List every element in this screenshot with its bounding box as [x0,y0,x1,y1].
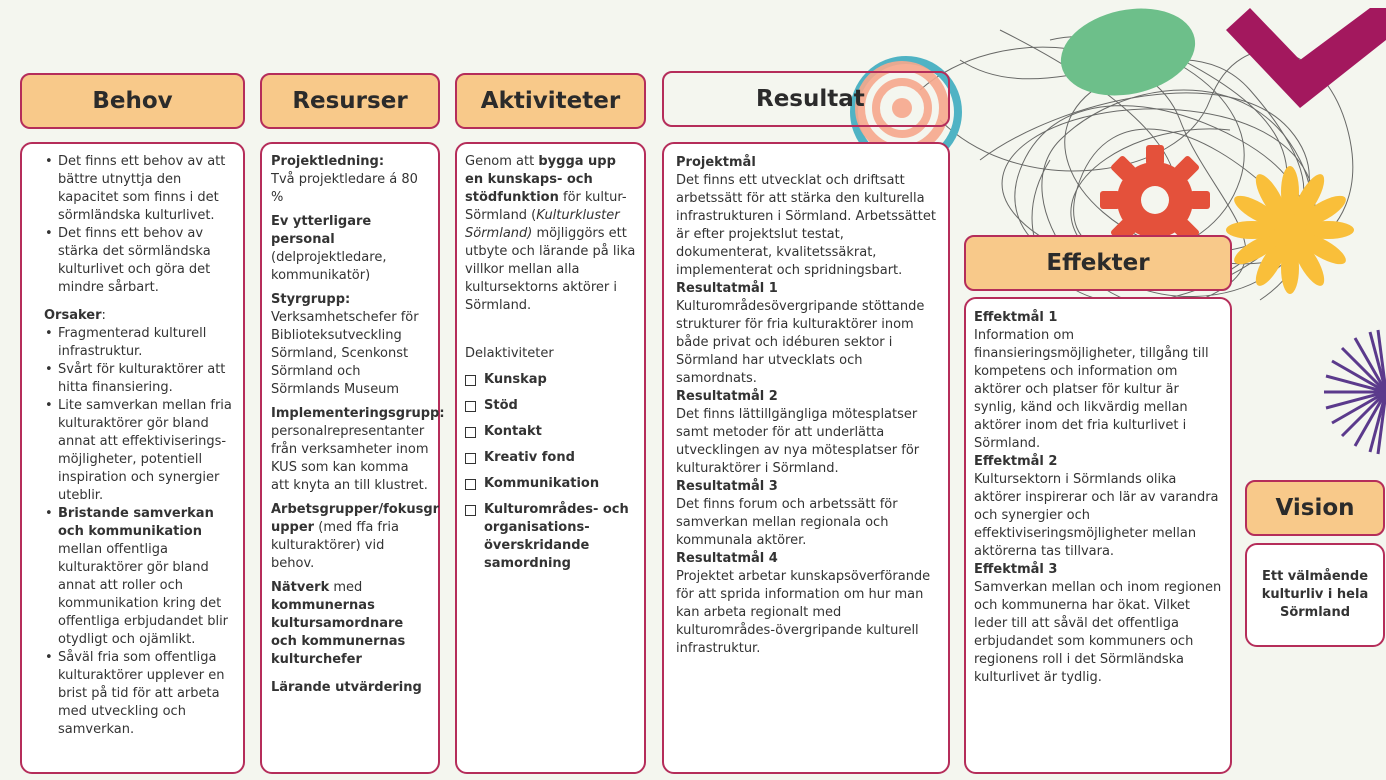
effect-title: Effektmål 3 [974,562,1058,577]
arbets-text: (med ffa fria kulturaktörer) vid behov. [271,520,399,571]
effect-text: Kultursektorn i Sörmlands olika aktörer … [974,472,1219,559]
personal-label: Ev ytterligare personal [271,214,372,247]
goal-block: Resultatmål 3 Det finns forum och arbetss… [676,478,938,550]
effect-text: Information om finansieringsmöjligheter,… [974,328,1209,451]
larande-utvardering: Lärande utvärdering [271,680,422,695]
checkbox-icon [465,453,476,464]
cause-rest: mellan offentliga kulturaktörer gör blan… [58,542,229,647]
impl-text: personalrepresentanter från verksamheter… [271,424,429,493]
resurser-box: Projektledning: Två projektledare á 80 %… [260,142,445,774]
checkbox-icon [465,479,476,490]
aktiviteter-box: Genom att bygga upp en kunskaps- och stö… [455,142,646,774]
cause-item: Lite samverkan mellan fria kulturaktörer… [45,397,233,505]
behov-box: Det finns ett behov av att bättre utnytt… [20,142,245,774]
goal-text: Kulturområdesövergripande stöttande stru… [676,299,925,386]
subactivity-item: Kommunikation [465,475,636,493]
natverk-text: med [329,580,363,595]
need-item: Det finns ett behov av att bättre utnytt… [45,153,233,225]
goal-text: Det finns ett utvecklat och driftsatt ar… [676,173,936,278]
intro-part: för kultur-Sörmland ( [465,190,627,223]
vision-text: Ett välmående kulturliv i hela Sörmland [1261,569,1369,620]
cause-bold-lead: Bristande samverkan och kommunikation [58,506,214,539]
needs-list: Det finns ett behov av att bättre utnytt… [44,153,233,297]
need-item: Det finns ett behov av stärka det sörmlä… [45,225,233,297]
natverk: Nätverk med kommunernas kultursamordnare… [271,579,430,669]
effect-block: Effektmål 1 Information om finansieringsm… [974,309,1222,453]
goal-title: Resultatmål 2 [676,389,778,404]
subactivity-label: Stöd [484,398,518,413]
causes-colon: : [101,308,106,323]
projektledning-text: Två projektledare á 80 % [271,172,418,205]
aktiviteter-intro: Genom att bygga upp en kunskaps- och stö… [465,153,636,315]
yellow-flower [1226,166,1354,294]
styrgrupp-label: Styrgrupp: [271,292,351,307]
header-effekter: Effekter [964,235,1232,291]
effekter-box: Effektmål 1 Information om finansieringsm… [964,297,1232,774]
goal-title: Resultatmål 3 [676,479,778,494]
goal-block: Resultatmål 2 Det finns lättillgängliga m… [676,388,938,478]
goal-block: Resultatmål 1 Kulturområdesövergripande s… [676,280,938,388]
header-vision: Vision [1245,480,1385,536]
delaktiviteter-label: Delaktiviteter [465,346,554,361]
subactivity-item: Kreativ fond [465,449,636,467]
natverk-label: Nätverk [271,580,330,595]
header-aktiviteter: Aktiviteter [455,73,646,129]
goal-title: Projektmål [676,155,756,170]
causes-list: Fragmenterad kulturell infrastruktur. Sv… [44,325,233,739]
effect-block: Effektmål 2 Kultursektorn i Sörmlands oli… [974,453,1222,561]
intro-bold: bygga upp en kunskaps- och stödfunktion [465,154,616,205]
goal-title: Resultatmål 1 [676,281,778,296]
subactivity-item: Stöd [465,397,636,415]
header-behov: Behov [20,73,245,129]
goal-text: Det finns forum och arbetssätt för samve… [676,497,898,548]
goal-title: Resultatmål 4 [676,551,778,566]
effect-title: Effektmål 1 [974,310,1058,325]
cause-item: Fragmenterad kulturell infrastruktur. [45,325,233,361]
magenta-check-shape [1226,8,1386,108]
intro-part: Genom att [465,154,539,169]
checkbox-icon [465,427,476,438]
arbets-label: Arbetsgrupper/fokusgr upper [271,502,440,535]
checkbox-icon [465,375,476,386]
subactivity-item: Kulturområdes- och organisations-överskr… [465,501,636,573]
arbetsgrupper: Arbetsgrupper/fokusgr upper (med ffa fri… [271,501,439,573]
goal-text: Det finns lättillgängliga mötesplatser s… [676,407,920,476]
subactivity-label: Kulturområdes- och organisations-överskr… [484,502,629,571]
causes-label: Orsaker [44,308,102,323]
intro-part: möjliggörs ett utbyte och lärande på lik… [465,226,636,313]
cause-item: Bristande samverkan och kommunikation me… [45,505,233,649]
cause-item: Såväl fria som offentliga kulturaktörer … [45,649,233,739]
subactivity-item: Kunskap [465,371,636,389]
personal-text: (delprojektledare, kommunikatör) [271,250,387,283]
impl-label: Implementeringsgrupp: [271,406,445,421]
goal-block: Resultatmål 4 Projektet arbetar kunskapsö… [676,550,938,658]
effect-text: Samverkan mellan och inom regionen och k… [974,580,1222,685]
checkbox-icon [465,505,476,516]
green-blob [1060,8,1196,96]
subactivity-label: Kommunikation [484,476,600,491]
intro-italic: Kulturkluster Sörmland) [465,208,620,241]
header-resurser: Resurser [260,73,440,129]
subactivity-label: Kontakt [484,424,542,439]
purple-burst [1324,329,1386,455]
projektledning-label: Projektledning: [271,154,385,169]
natverk-bold: kommunernas kultursamordnare och kommune… [271,598,406,667]
vision-box: Ett välmående kulturliv i hela Sörmland [1245,543,1385,647]
causes-heading: Orsaker: [44,307,233,325]
effect-block: Effektmål 3 Samverkan mellan och inom reg… [974,561,1222,687]
cause-item: Svårt för kulturaktörer att hitta finans… [45,361,233,397]
checkbox-icon [465,401,476,412]
subactivity-item: Kontakt [465,423,636,441]
subactivity-label: Kreativ fond [484,450,575,465]
goal-text: Projektet arbetar kunskapsöverförande fö… [676,569,931,656]
styrgrupp-text: Verksamhetschefer för Biblioteksutveckli… [271,310,419,397]
header-resultat: Resultat [662,71,950,127]
subactivity-label: Kunskap [484,372,547,387]
effect-title: Effektmål 2 [974,454,1058,469]
